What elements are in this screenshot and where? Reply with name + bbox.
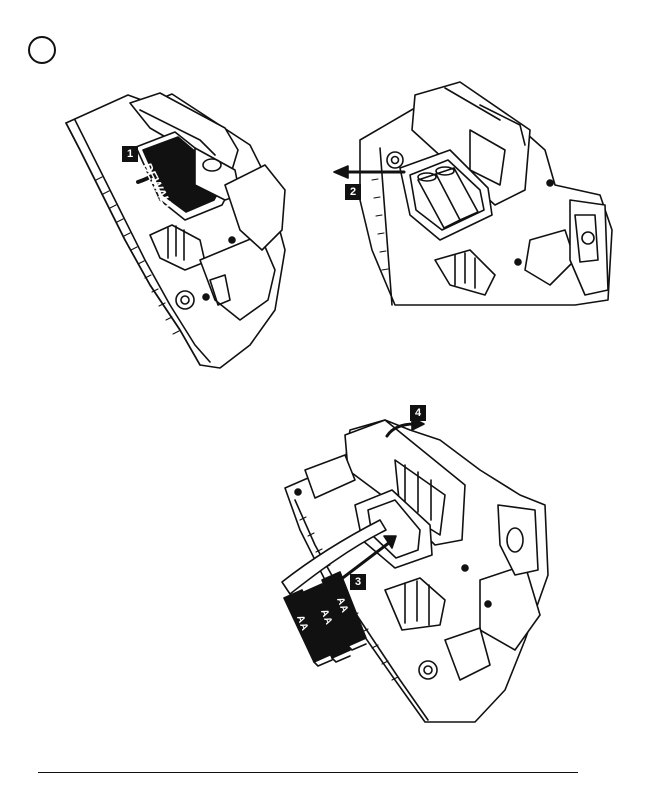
laser-level-insert-drawing (282, 418, 548, 722)
step-3-badge: 3 (350, 574, 366, 590)
step-1-badge: 1 (122, 146, 138, 162)
laser-level-open-drawing (334, 82, 612, 305)
laser-level-closed-drawing (66, 93, 285, 368)
step-2-badge: 2 (345, 184, 361, 200)
step-4-badge: 4 (410, 405, 426, 421)
footer-rule (38, 772, 578, 773)
